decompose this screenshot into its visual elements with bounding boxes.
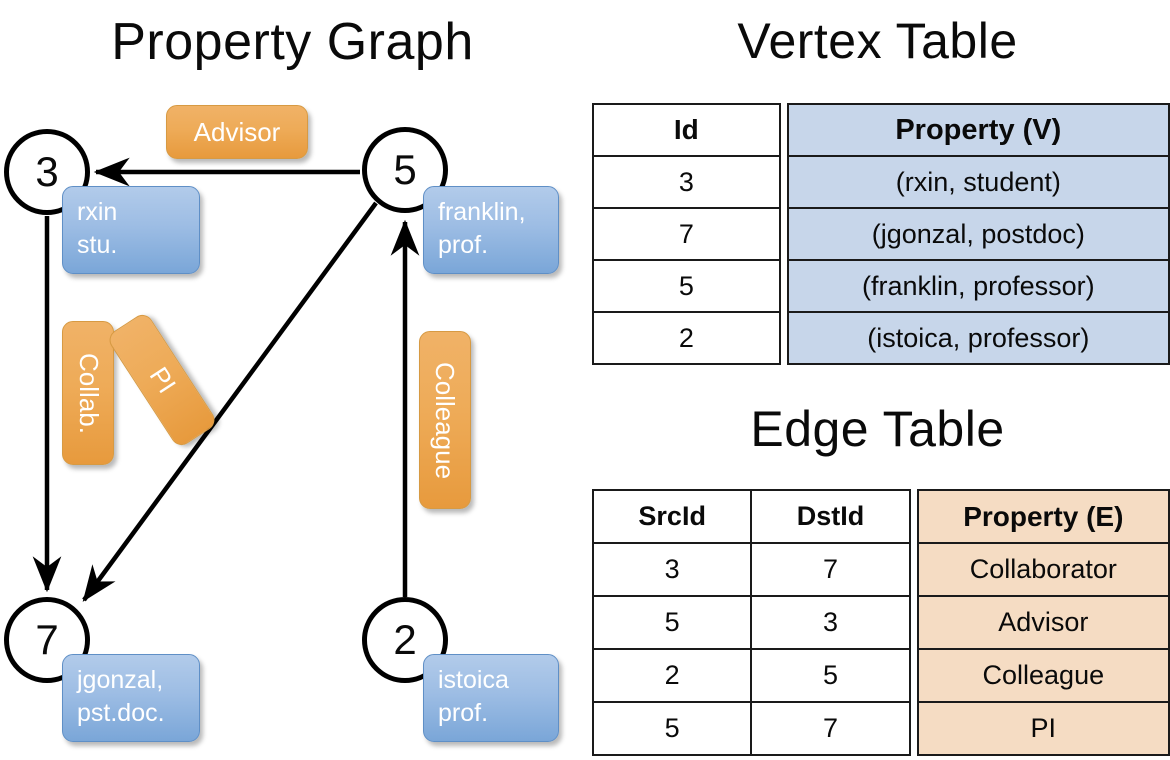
table-row[interactable]: 5 xyxy=(591,595,753,650)
vertex-property-box-rxin[interactable]: rxin stu. xyxy=(62,186,200,274)
table-row[interactable]: 7 xyxy=(750,701,911,756)
edge-srcid-column: SrcId 3 5 2 5 xyxy=(591,489,753,756)
table-row[interactable]: 2 xyxy=(591,648,753,703)
graph-node-5[interactable]: 5 xyxy=(362,127,448,213)
vertex-property-rxin-line2: stu. xyxy=(77,231,118,259)
vertex-cell-property: (franklin, professor) xyxy=(786,259,1170,313)
vertex-cell-property: (istoica, professor) xyxy=(786,311,1170,365)
edge-header-property: Property (E) xyxy=(916,489,1170,544)
table-row[interactable]: 7 xyxy=(750,542,911,597)
vertex-property-jgonzal-line2: pst.doc. xyxy=(77,699,165,727)
edge-cell-dstid: 5 xyxy=(750,648,911,703)
table-row[interactable]: 3 xyxy=(591,542,753,597)
table-header-row: DstId xyxy=(750,489,911,544)
edge-header-dstid: DstId xyxy=(750,489,911,544)
edge-cell-srcid: 5 xyxy=(591,595,753,650)
table-header-row: Property (E) xyxy=(916,489,1170,544)
vertex-property-box-istoica[interactable]: istoica prof. xyxy=(423,654,559,742)
vertex-cell-id: 5 xyxy=(592,259,781,313)
table-header-row: SrcId xyxy=(591,489,753,544)
edge-cell-property: Colleague xyxy=(916,648,1170,703)
edge-label-collab-text: Collab. xyxy=(73,352,104,434)
vertex-cell-property: (jgonzal, postdoc) xyxy=(786,207,1170,261)
edge-5-to-7 xyxy=(82,201,378,602)
vertex-header-id: Id xyxy=(592,103,781,157)
vertex-property-istoica-line2: prof. xyxy=(438,699,489,727)
vertex-cell-property: (rxin, student) xyxy=(786,155,1170,209)
edge-property-column: Property (E) Collaborator Advisor Collea… xyxy=(916,489,1170,756)
vertex-cell-id: 3 xyxy=(592,155,781,209)
edge-label-colleague[interactable]: Colleague xyxy=(419,331,471,509)
page-title-property-graph: Property Graph xyxy=(111,13,474,71)
page-title-edge-table: Edge Table xyxy=(750,401,1005,457)
table-row[interactable]: Colleague xyxy=(916,648,1170,703)
graph-edges-layer xyxy=(32,157,420,602)
edge-label-pi-text: PI xyxy=(143,361,182,399)
table-row[interactable]: Advisor xyxy=(916,595,1170,650)
table-row[interactable]: 5 xyxy=(750,648,911,703)
table-row[interactable]: (istoica, professor) xyxy=(786,311,1170,365)
edge-cell-srcid: 5 xyxy=(591,701,753,756)
table-header-row: Property (V) xyxy=(786,103,1170,157)
edge-label-advisor[interactable]: Advisor xyxy=(166,105,308,159)
edge-label-collab[interactable]: Collab. xyxy=(62,321,114,465)
vertex-property-istoica-line1: istoica xyxy=(438,666,509,694)
edge-cell-property: PI xyxy=(916,701,1170,756)
table-row[interactable]: 2 xyxy=(592,311,781,365)
edge-cell-property: Advisor xyxy=(916,595,1170,650)
table-row[interactable]: 5 xyxy=(591,701,753,756)
graph-node-2[interactable]: 2 xyxy=(362,597,448,683)
vertex-cell-id: 2 xyxy=(592,311,781,365)
table-header-row: Id xyxy=(592,103,781,157)
edge-cell-srcid: 2 xyxy=(591,648,753,703)
property-graph-panel: 3 5 7 2 Advisor Collab. Colleague PI rxi… xyxy=(4,105,559,742)
vertex-property-rxin-line1: rxin xyxy=(77,198,118,226)
table-row[interactable]: 7 xyxy=(592,207,781,261)
vertex-id-column: Id 3 7 5 2 xyxy=(592,103,781,365)
edge-cell-dstid: 7 xyxy=(750,542,911,597)
page-title-vertex-table: Vertex Table xyxy=(737,13,1018,69)
vertex-cell-id: 7 xyxy=(592,207,781,261)
table-row[interactable]: (jgonzal, postdoc) xyxy=(786,207,1170,261)
vertex-header-property: Property (V) xyxy=(786,103,1170,157)
edge-table: SrcId 3 5 2 5 DstId 7 3 xyxy=(591,489,1170,756)
table-row[interactable]: 3 xyxy=(592,155,781,209)
table-row[interactable]: (rxin, student) xyxy=(786,155,1170,209)
vertex-property-column: Property (V) (rxin, student) (jgonzal, p… xyxy=(786,103,1170,365)
table-row[interactable]: 5 xyxy=(592,259,781,313)
table-row[interactable]: PI xyxy=(916,701,1170,756)
vertex-property-franklin-line1: franklin, xyxy=(438,198,526,226)
vertex-property-box-jgonzal[interactable]: jgonzal, pst.doc. xyxy=(62,654,200,742)
edge-cell-dstid: 7 xyxy=(750,701,911,756)
edge-dstid-column: DstId 7 3 5 7 xyxy=(750,489,911,756)
table-row[interactable]: (franklin, professor) xyxy=(786,259,1170,313)
table-row[interactable]: 3 xyxy=(750,595,911,650)
vertex-property-franklin-line2: prof. xyxy=(438,231,489,259)
vertex-property-jgonzal-line1: jgonzal, xyxy=(77,666,164,694)
edge-cell-srcid: 3 xyxy=(591,542,753,597)
vertex-property-box-franklin[interactable]: franklin, prof. xyxy=(423,186,559,274)
edge-cell-dstid: 3 xyxy=(750,595,911,650)
edge-cell-property: Collaborator xyxy=(916,542,1170,597)
edge-label-colleague-text: Colleague xyxy=(430,361,461,479)
table-row[interactable]: Collaborator xyxy=(916,542,1170,597)
vertex-table: Id 3 7 5 2 Property (V) (rxin, student) xyxy=(592,103,1170,365)
edge-header-srcid: SrcId xyxy=(591,489,753,544)
